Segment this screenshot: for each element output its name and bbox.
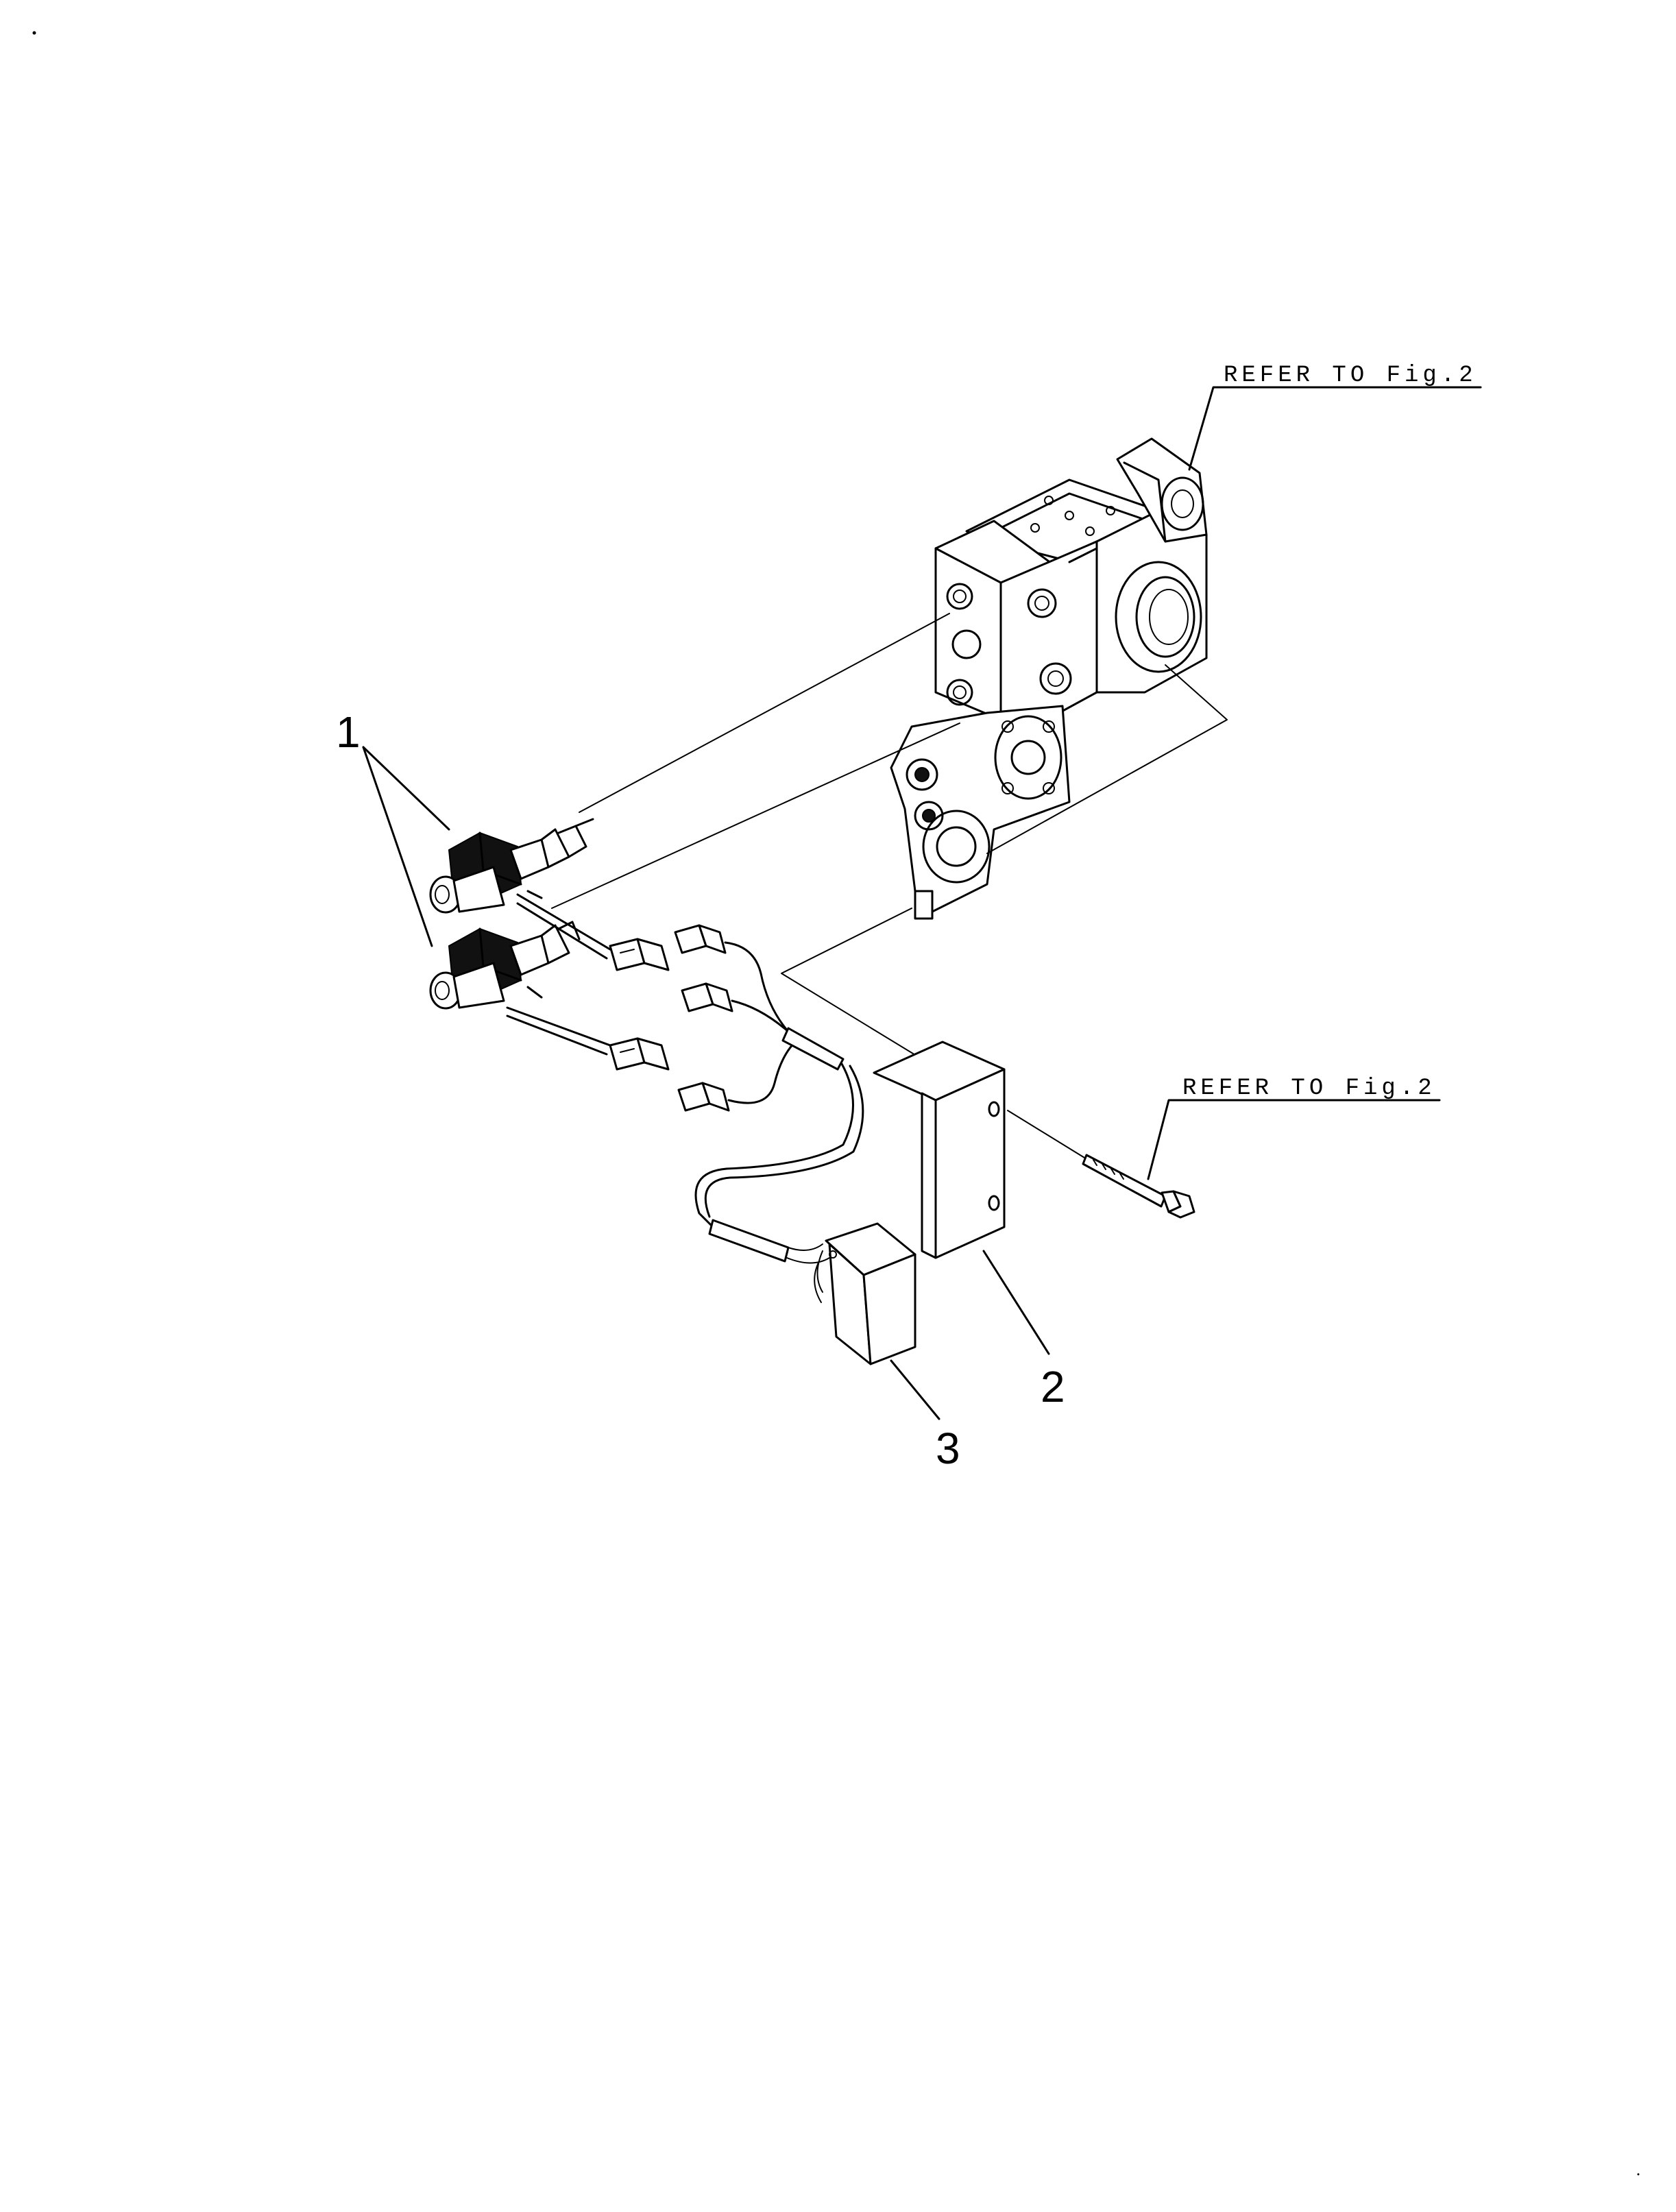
callout-3: 3	[936, 1424, 960, 1473]
connector-solenoid-lower	[609, 1037, 670, 1071]
reference-upper: REFER TO Fig.2	[1224, 363, 1477, 389]
reference-lower: REFER TO Fig.2	[1182, 1075, 1436, 1102]
solenoid-valve-lower	[429, 921, 581, 1010]
solenoid-valve-upper	[429, 818, 594, 914]
alignment-lines	[551, 613, 1228, 1166]
connector-harness-2	[681, 982, 733, 1012]
callout-2: 2	[1041, 1362, 1065, 1411]
connector-harness-3	[677, 1082, 730, 1112]
corner-mark-top	[32, 31, 36, 35]
valve-housing	[890, 437, 1208, 920]
leader-lines	[362, 386, 1482, 1420]
bolt	[1082, 1154, 1195, 1219]
corner-mark-bottom	[1637, 2173, 1640, 2176]
control-module	[814, 1222, 916, 1365]
connector-harness-1	[674, 924, 727, 954]
wire-harness	[694, 941, 864, 1264]
mounting-bracket	[873, 1041, 1006, 1259]
callout-1: 1	[336, 707, 361, 757]
solenoid-leads	[506, 893, 611, 1056]
connector-solenoid-upper	[609, 938, 670, 971]
